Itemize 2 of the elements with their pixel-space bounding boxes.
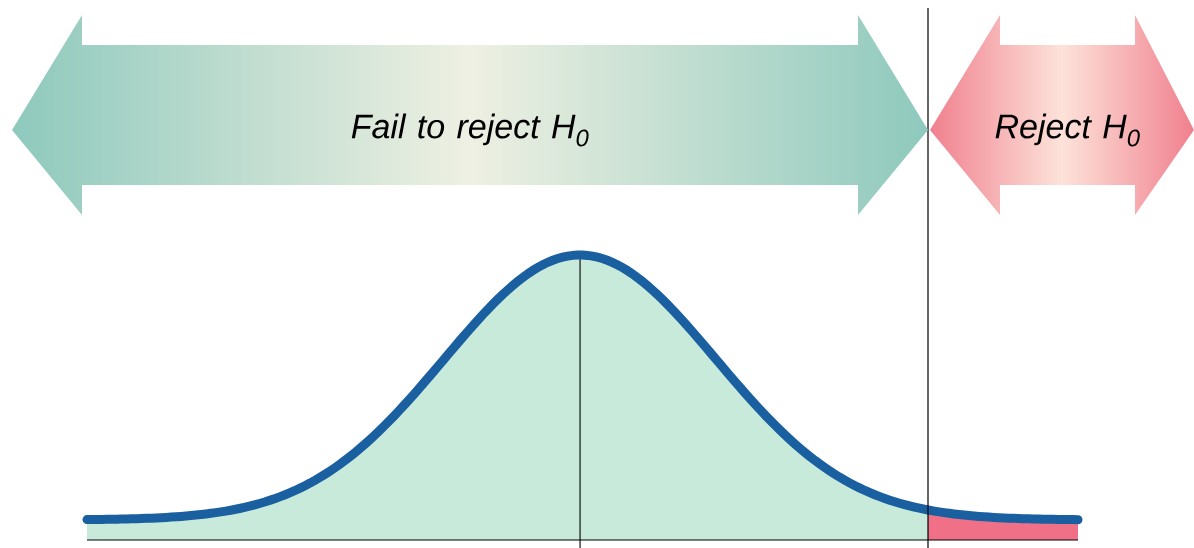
double-arrow: Fail to reject H$_{0}$ <box>351 113 589 147</box>
double-arrow: Reject H$_{0}$ <box>995 113 1140 147</box>
